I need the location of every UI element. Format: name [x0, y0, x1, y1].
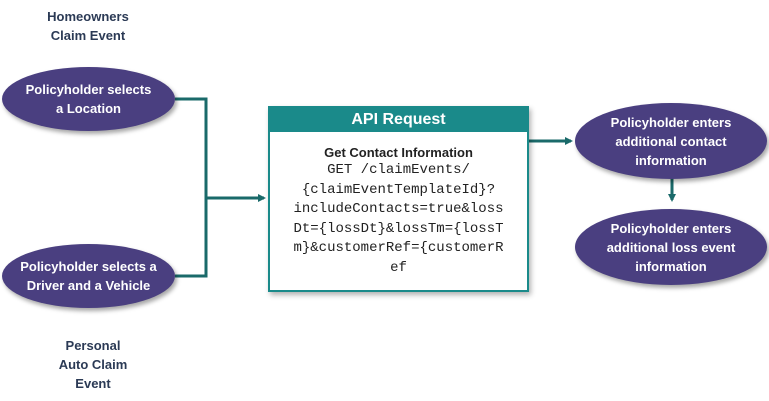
caption-line: Claim Event [50, 28, 126, 43]
node-select-driver-vehicle[interactable]: Policyholder selects a Driver and a Vehi… [2, 244, 175, 308]
node-label-line: Policyholder enters [610, 220, 732, 236]
node-label-line: Policyholder enters [610, 114, 732, 130]
endpoint-line: {claimEventTemplateId}? [301, 181, 496, 198]
node-label-line: additional loss event [606, 239, 736, 255]
node-label-line: Driver and a Vehicle [26, 278, 151, 293]
api-request-header: API Request [270, 108, 527, 132]
caption-line: Event [75, 376, 111, 391]
endpoint-line: includeContacts=true&loss [293, 201, 504, 217]
node-enter-loss-event-info[interactable]: Policyholder enters additional loss even… [575, 209, 767, 285]
endpoint-line: GET /claimEvents/ [327, 162, 470, 178]
node-label-line: a Location [55, 101, 121, 116]
api-request-box[interactable]: API Request Get Contact Information GET … [268, 106, 529, 292]
api-request-endpoint: GET /claimEvents/ {claimEventTemplateId}… [270, 161, 527, 278]
caption-line: Personal [65, 338, 121, 353]
connector-vehicle-to-api [175, 198, 208, 278]
connector-location-to-api [175, 97, 266, 202]
node-label-line: Policyholder selects a [20, 259, 157, 274]
endpoint-line: Dt={lossDt}&lossTm={lossT [293, 220, 504, 237]
endpoint-line: ef [390, 259, 407, 276]
caption-personal-auto-claim-event: Personal Auto Claim Event [38, 336, 148, 393]
caption-line: Auto Claim [58, 357, 128, 372]
node-label-line: Policyholder selects [25, 82, 152, 97]
node-select-location[interactable]: Policyholder selects a Location [2, 67, 175, 131]
endpoint-line: m}&customerRef={customerR [293, 240, 504, 256]
caption-line: Homeowners [47, 9, 129, 24]
node-label-line: information [635, 152, 707, 168]
node-label-line: information [635, 258, 707, 274]
node-label-line: additional contact [615, 133, 727, 149]
node-enter-contact-info[interactable]: Policyholder enters additional contact i… [575, 103, 767, 179]
api-request-subtitle: Get Contact Information [324, 145, 473, 160]
caption-homeowners-claim-event: Homeowners Claim Event [28, 7, 148, 45]
